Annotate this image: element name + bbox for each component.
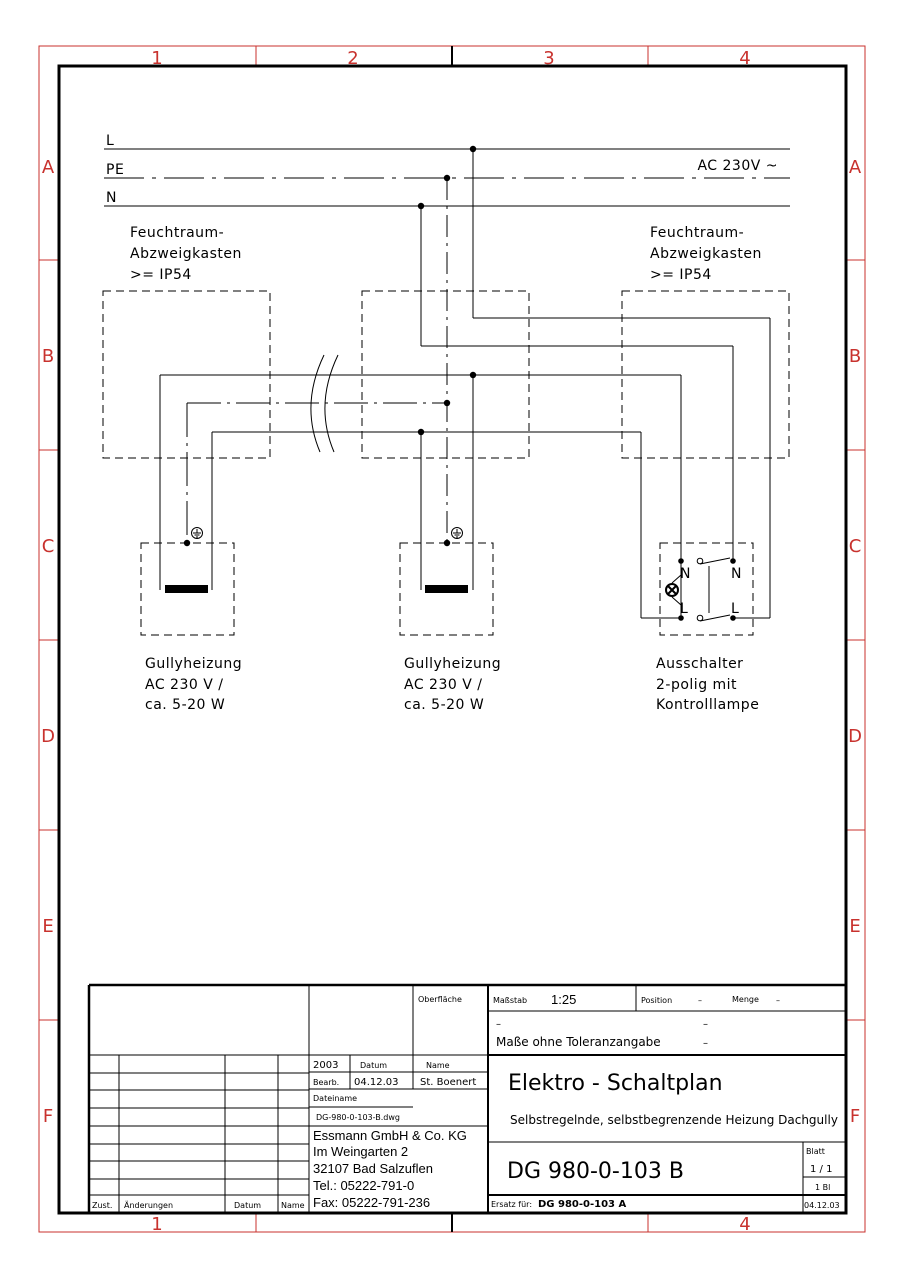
name-header: Name bbox=[426, 1061, 450, 1070]
bearb-date: 04.12.03 bbox=[354, 1077, 399, 1088]
lamp-icon bbox=[665, 574, 682, 606]
switch-label-2: 2-polig mit bbox=[656, 677, 737, 693]
bus-l-label: L bbox=[106, 133, 114, 149]
row-label-a-right: A bbox=[849, 157, 862, 178]
switch-label-3: Kontrolllampe bbox=[656, 697, 759, 713]
drawing-title: Elektro - Schaltplan bbox=[508, 1071, 723, 1096]
datum-header-2: Datum bbox=[234, 1201, 261, 1210]
bus-n-label: N bbox=[106, 190, 117, 206]
position-value: – bbox=[698, 996, 702, 1005]
switch-terminal-l-right: L bbox=[731, 601, 739, 617]
box-left-label-2: Abzweigkasten bbox=[130, 246, 242, 262]
drawing-subtitle: Selbstregelnde, selbstbegrenzende Heizun… bbox=[510, 1113, 838, 1127]
oberflaeche-label: Oberfläche bbox=[418, 995, 462, 1004]
heater1-element bbox=[165, 585, 208, 593]
massstab-label: Maßstab bbox=[493, 996, 527, 1005]
ersatz-label: Ersatz für: bbox=[491, 1200, 532, 1209]
company-city: 32107 Bad Salzuflen bbox=[313, 1161, 433, 1176]
row-label-c-left: C bbox=[42, 536, 55, 557]
col-label-1-bottom: 1 bbox=[151, 1214, 162, 1235]
heater2-label-3: ca. 5-20 W bbox=[404, 697, 484, 713]
row-ticks bbox=[39, 259, 865, 1021]
bus-pe-label: PE bbox=[106, 162, 124, 178]
datum-header: Datum bbox=[360, 1061, 387, 1070]
box-left-label-1: Feuchtraum- bbox=[130, 225, 224, 241]
junction-box-right bbox=[621, 290, 790, 459]
heater2-element bbox=[425, 585, 468, 593]
col-label-2-top: 2 bbox=[347, 48, 358, 69]
tolerance-dash-2: – bbox=[703, 1019, 708, 1030]
ground-icon bbox=[451, 527, 463, 539]
col-label-3-top: 3 bbox=[543, 48, 554, 69]
blatt-label: Blatt bbox=[806, 1147, 825, 1156]
inner-frame bbox=[57, 64, 848, 1215]
column-ticks bbox=[255, 46, 649, 1232]
heater1-box bbox=[140, 542, 235, 636]
row-label-a-left: A bbox=[42, 157, 55, 178]
row-label-d-left: D bbox=[41, 726, 55, 747]
blatt-value: 1 / 1 bbox=[810, 1164, 832, 1175]
zust-header: Zust. bbox=[92, 1201, 112, 1210]
dateiname-value: DG-980-0-103-B.dwg bbox=[316, 1113, 400, 1122]
tolerance-dash-1: – bbox=[496, 1019, 501, 1030]
heater1-label-2: AC 230 V / bbox=[145, 677, 223, 693]
ground-icon bbox=[191, 527, 203, 539]
bearb-name: St. Boenert bbox=[420, 1077, 476, 1088]
tolerance-dash-3: – bbox=[703, 1038, 708, 1049]
box-right-label-2: Abzweigkasten bbox=[650, 246, 762, 262]
blatt-count: 1 Bl bbox=[815, 1183, 830, 1192]
title-block bbox=[87, 983, 846, 1213]
massstab-value: 1:25 bbox=[551, 992, 576, 1007]
switch-terminal-l-left: L bbox=[680, 601, 688, 617]
row-label-c-right: C bbox=[849, 536, 862, 557]
aenderungen-header: Änderungen bbox=[124, 1200, 173, 1210]
date-bottom: 04.12.03 bbox=[804, 1201, 840, 1210]
ersatz-value: DG 980-0-103 A bbox=[538, 1199, 626, 1210]
row-label-e-right: E bbox=[849, 916, 860, 937]
heater2-box bbox=[399, 542, 494, 636]
company-phone: Tel.: 05222-791-0 bbox=[313, 1178, 414, 1193]
row-label-f-right: F bbox=[850, 1106, 860, 1127]
line-break-symbol-1 bbox=[310, 354, 325, 453]
col-label-4-bottom: 4 bbox=[739, 1214, 750, 1235]
year: 2003 bbox=[313, 1060, 338, 1071]
drawing-number: DG 980-0-103 B bbox=[507, 1159, 684, 1184]
heater1-label-3: ca. 5-20 W bbox=[145, 697, 225, 713]
box-right-label-3: >= IP54 bbox=[650, 267, 712, 283]
row-label-f-left: F bbox=[43, 1106, 53, 1127]
row-label-b-right: B bbox=[849, 346, 861, 367]
position-label: Position bbox=[641, 996, 672, 1005]
row-label-e-left: E bbox=[42, 916, 53, 937]
menge-label: Menge bbox=[732, 995, 759, 1004]
menge-value: – bbox=[776, 996, 780, 1005]
switch-label-1: Ausschalter bbox=[656, 656, 743, 672]
tolerance-note: Maße ohne Toleranzangabe bbox=[496, 1035, 661, 1049]
heater1-label-1: Gullyheizung bbox=[145, 656, 242, 672]
col-label-4-top: 4 bbox=[739, 48, 750, 69]
dateiname-label: Dateiname bbox=[313, 1094, 357, 1103]
box-right-label-1: Feuchtraum- bbox=[650, 225, 744, 241]
switch-terminal-n-left: N bbox=[680, 566, 691, 582]
junction-dots bbox=[183, 145, 477, 547]
company-street: Im Weingarten 2 bbox=[313, 1144, 408, 1159]
bearb-label: Bearb. bbox=[313, 1078, 339, 1087]
col-label-1-top: 1 bbox=[151, 48, 162, 69]
switch-contacts bbox=[678, 557, 736, 622]
switch-box bbox=[659, 542, 754, 636]
name-header-2: Name bbox=[281, 1201, 305, 1210]
company-fax: Fax: 05222-791-236 bbox=[313, 1195, 430, 1210]
company-name: Essmann GmbH & Co. KG bbox=[313, 1128, 467, 1143]
heater2-label-1: Gullyheizung bbox=[404, 656, 501, 672]
row-label-d-right: D bbox=[848, 726, 862, 747]
box-left-label-3: >= IP54 bbox=[130, 267, 192, 283]
heater2-label-2: AC 230 V / bbox=[404, 677, 482, 693]
bus-voltage-label: AC 230V ~ bbox=[697, 158, 778, 174]
row-label-b-left: B bbox=[42, 346, 54, 367]
switch-terminal-n-right: N bbox=[731, 566, 742, 582]
line-break-symbol-2 bbox=[324, 354, 339, 453]
